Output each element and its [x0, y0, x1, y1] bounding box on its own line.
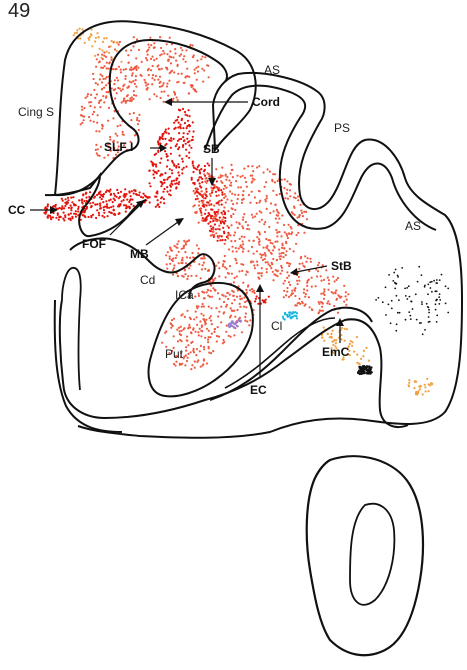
label-as-top: AS [264, 64, 280, 76]
label-emc: EmC [322, 346, 349, 358]
ec-arrowhead [256, 284, 264, 292]
label-put: Put [165, 348, 183, 360]
label-as-right: AS [405, 220, 421, 232]
label-cl: Cl [271, 320, 282, 332]
label-ica: ICa [175, 289, 194, 301]
mb-arrow-line [146, 222, 178, 245]
left-bulb-outline [62, 268, 81, 390]
ventral-temporal-outline [55, 300, 122, 432]
label-mb: MB [130, 248, 149, 260]
stb-arrow-line [296, 266, 327, 272]
lower-lobe-inner [350, 504, 394, 605]
label-cc: CC [8, 204, 25, 216]
label-cord: Cord [252, 96, 280, 108]
label-stb: StB [331, 260, 352, 272]
label-cing-s: Cing S [18, 106, 54, 118]
cord-arrowhead [164, 98, 172, 106]
plate-number: 49 [8, 0, 30, 23]
lower-lobe-outer [307, 456, 423, 655]
label-slf: SLF I [104, 141, 133, 153]
label-cd: Cd [140, 274, 155, 286]
fiber-dots-layer [43, 28, 449, 396]
label-ps: PS [334, 122, 350, 134]
cingulate-gyrus-outline [55, 40, 227, 195]
mb-arrowhead [175, 218, 184, 226]
label-sb: SB [203, 143, 220, 155]
label-fof: FOF [82, 238, 106, 250]
label-ec: EC [250, 384, 267, 396]
putamen-outline [149, 283, 253, 396]
